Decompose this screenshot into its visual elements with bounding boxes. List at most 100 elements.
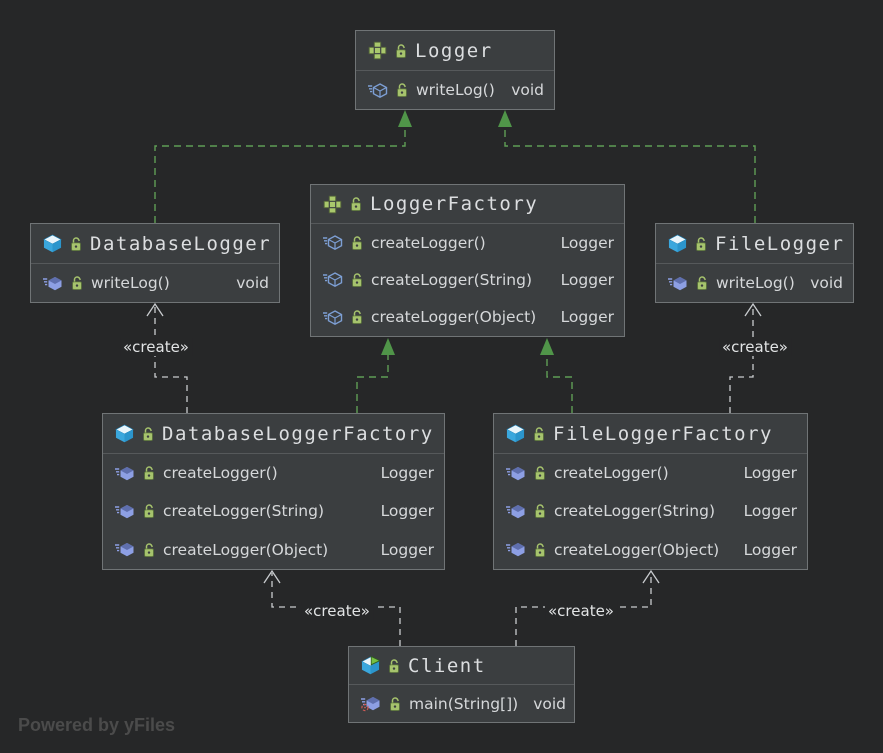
class-node-client[interactable]: Client main(String[]) void — [348, 646, 575, 723]
method-icon — [43, 275, 63, 292]
lock-open-icon — [395, 82, 409, 98]
lock-open-icon — [69, 236, 83, 252]
class-title: DatabaseLoggerFactory — [162, 422, 434, 445]
interface-icon — [323, 195, 342, 214]
method-row[interactable]: writeLog() void — [356, 71, 554, 109]
edge-realization-filelogger-logger[interactable] — [498, 110, 756, 223]
entry-point-method-icon — [361, 695, 381, 712]
method-return-type: Logger — [743, 502, 797, 521]
yfiles-watermark: Powered by yFiles — [18, 715, 176, 735]
class-title: FileLogger — [715, 232, 845, 255]
method-return-type: Logger — [743, 540, 797, 559]
lock-open-icon — [142, 542, 156, 558]
lock-open-icon — [533, 503, 547, 519]
method-return-type: Logger — [560, 270, 614, 289]
method-row[interactable]: createLogger() Logger — [494, 454, 807, 492]
edge-create-fileloggerfactory-filelogger[interactable] — [729, 302, 762, 413]
abstract-method-icon — [323, 234, 343, 251]
class-node-logger[interactable]: Logger writeLog() void — [355, 30, 555, 110]
method-name: writeLog() — [416, 81, 495, 99]
method-row[interactable]: createLogger(Object) Logger — [494, 531, 807, 569]
method-row[interactable]: createLogger(String) Logger — [311, 261, 624, 298]
class-title: LoggerFactory — [370, 193, 539, 215]
method-return-type: void — [810, 274, 843, 292]
method-return-type: Logger — [380, 464, 434, 483]
class-icon — [115, 424, 134, 443]
edge-create-databaseloggerfactory-databaselogger[interactable] — [146, 302, 188, 413]
method-return-type: Logger — [743, 464, 797, 483]
class-icon — [506, 424, 525, 443]
method-name: createLogger(Object) — [163, 540, 329, 559]
method-icon — [506, 503, 526, 520]
edge-label-create-client-db: «create» — [301, 602, 373, 620]
method-icon — [506, 465, 526, 482]
abstract-method-icon — [323, 309, 343, 326]
edge-create-client-fileloggerfactory[interactable] — [515, 569, 660, 646]
class-title: FileLoggerFactory — [553, 422, 773, 445]
lock-open-icon — [350, 309, 364, 325]
method-row[interactable]: writeLog() void — [31, 264, 279, 302]
class-title: Logger — [415, 39, 493, 62]
node-header[interactable]: Logger — [356, 31, 554, 71]
lock-open-icon — [142, 465, 156, 481]
class-node-loggerfactory[interactable]: LoggerFactory createLogger() Logger crea… — [310, 184, 625, 337]
lock-open-icon — [387, 658, 401, 674]
method-name: createLogger(Object) — [554, 540, 720, 559]
edge-realization-databaselogger-logger[interactable] — [154, 110, 412, 223]
method-icon — [668, 275, 688, 292]
method-row[interactable]: createLogger(Object) Logger — [103, 531, 444, 569]
lock-open-icon — [350, 235, 364, 251]
edge-label-create-file: «create» — [719, 338, 791, 356]
method-icon — [506, 541, 526, 558]
lock-open-icon — [533, 542, 547, 558]
class-icon — [668, 234, 687, 253]
method-icon — [115, 541, 135, 558]
lock-open-icon — [349, 196, 363, 212]
method-icon — [115, 503, 135, 520]
lock-open-icon — [394, 43, 408, 59]
method-icon — [115, 465, 135, 482]
method-return-type: void — [236, 274, 269, 292]
class-node-fileloggerfactory[interactable]: FileLoggerFactory createLogger() Logger … — [493, 413, 808, 570]
method-name: createLogger(String) — [371, 270, 532, 289]
lock-open-icon — [350, 272, 364, 288]
method-name: writeLog() — [91, 274, 170, 292]
class-node-databaseloggerfactory[interactable]: DatabaseLoggerFactory createLogger() Log… — [102, 413, 445, 570]
method-return-type: void — [533, 694, 566, 713]
interface-icon — [368, 41, 387, 60]
method-row[interactable]: createLogger(String) Logger — [103, 492, 444, 530]
edge-realization-fileloggerfactory-loggerfactory[interactable] — [540, 338, 573, 413]
abstract-method-icon — [368, 82, 388, 99]
node-header[interactable]: LoggerFactory — [311, 185, 624, 224]
method-row[interactable]: writeLog() void — [656, 264, 853, 302]
class-title: Client — [408, 654, 486, 677]
class-icon — [43, 234, 62, 253]
class-title: DatabaseLogger — [90, 232, 272, 255]
method-return-type: Logger — [560, 233, 614, 252]
edge-realization-databaseloggerfactory-loggerfactory[interactable] — [356, 338, 395, 413]
lock-open-icon — [694, 236, 708, 252]
class-node-databaselogger[interactable]: DatabaseLogger writeLog() void — [30, 223, 280, 303]
method-return-type: void — [511, 81, 544, 99]
method-row[interactable]: createLogger(Object) Logger — [311, 299, 624, 336]
method-row[interactable]: createLogger() Logger — [311, 224, 624, 261]
lock-open-icon — [141, 426, 155, 442]
node-header[interactable]: Client — [349, 647, 574, 685]
node-header[interactable]: DatabaseLogger — [31, 224, 279, 264]
lock-open-icon — [142, 503, 156, 519]
node-header[interactable]: FileLoggerFactory — [494, 414, 807, 454]
lock-open-icon — [533, 465, 547, 481]
edge-label-create-db: «create» — [120, 338, 192, 356]
method-row[interactable]: createLogger(String) Logger — [494, 492, 807, 530]
node-header[interactable]: FileLogger — [656, 224, 853, 264]
lock-open-icon — [532, 426, 546, 442]
lock-open-icon — [695, 275, 709, 291]
method-name: createLogger() — [554, 464, 669, 483]
method-row[interactable]: createLogger() Logger — [103, 454, 444, 492]
node-header[interactable]: DatabaseLoggerFactory — [103, 414, 444, 454]
method-row[interactable]: main(String[]) void — [349, 685, 574, 722]
class-node-filelogger[interactable]: FileLogger writeLog() void — [655, 223, 854, 303]
method-name: main(String[]) — [409, 694, 519, 713]
